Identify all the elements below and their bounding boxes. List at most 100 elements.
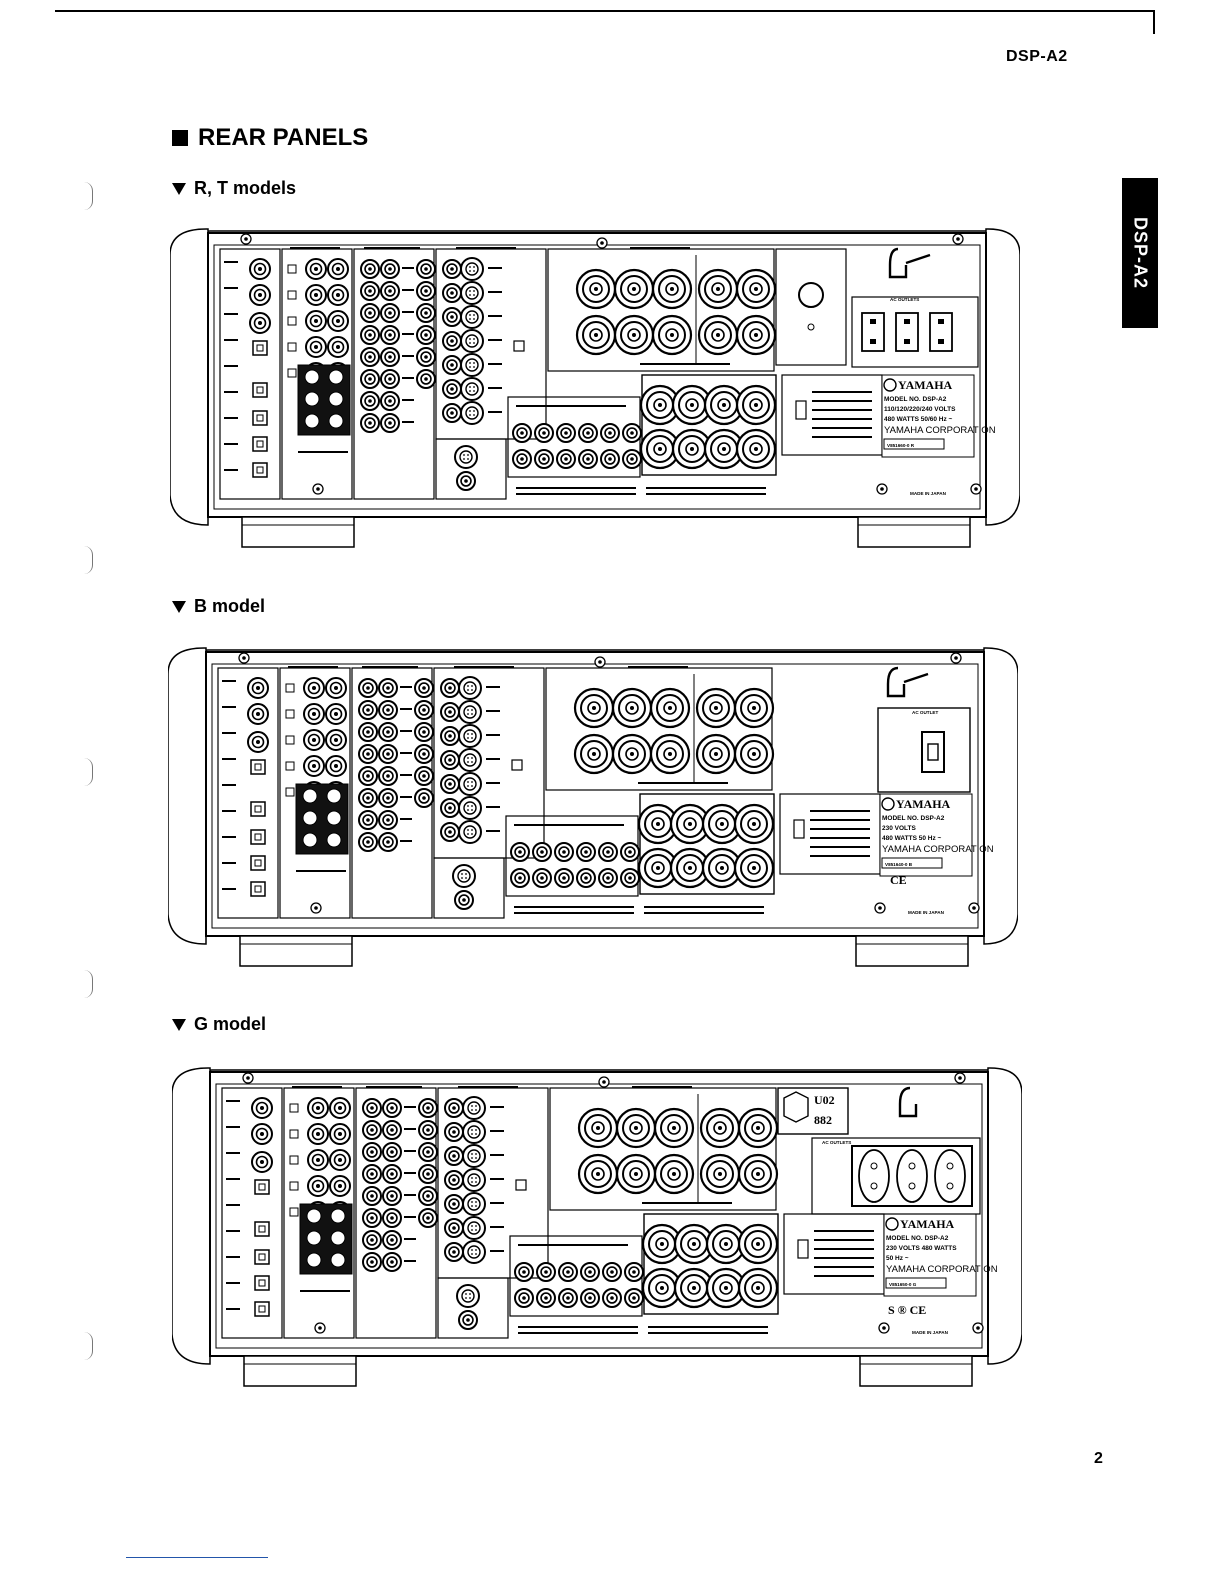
optical-port [252, 340, 268, 356]
s-video-jack [454, 445, 478, 469]
rca-jack-ring [386, 1102, 398, 1114]
rca-jack-ring [366, 1146, 378, 1158]
input-number-box [285, 761, 295, 771]
right-foot [859, 1355, 973, 1387]
s-video-jack [458, 748, 482, 772]
rca-jack-ring [382, 726, 394, 738]
s-video-pin [471, 1109, 473, 1111]
rca-jack-ring [253, 288, 267, 302]
ac-outlet-slot [870, 339, 876, 344]
digital-section [217, 667, 279, 919]
rca-jack-ring [309, 314, 323, 328]
triangle-bullet-icon [172, 600, 186, 613]
rca-jack-pin [564, 431, 568, 435]
speaker-terminal-core [655, 1281, 669, 1295]
screw-center [246, 1076, 250, 1080]
digital-section [219, 248, 281, 500]
s-video-pin [471, 1153, 473, 1155]
rca-jack-ring [514, 872, 526, 884]
speaker-terminal-ring [584, 1160, 612, 1188]
rca-jack-pin [334, 686, 338, 690]
s-video-pin [461, 873, 463, 875]
speaker-terminal-core [751, 1281, 765, 1295]
speaker-terminal-core [717, 398, 731, 412]
rca-jack-ring [444, 754, 456, 766]
s-video-jack-ring [463, 801, 477, 815]
left-side-cap [168, 647, 207, 945]
rca-jack-pin [260, 1160, 264, 1164]
fine-print [812, 418, 872, 420]
s-video-pin [471, 833, 473, 835]
rca-jack-ring [384, 307, 396, 319]
rca-jack-pin [462, 898, 466, 902]
s-video-pin [473, 414, 475, 416]
fine-print [810, 846, 870, 848]
screw-center [598, 660, 602, 664]
rca-jack-ring [384, 373, 396, 385]
rca-jack-pin [450, 315, 454, 319]
input-number-box [285, 709, 295, 719]
ac-outlet-slot [870, 319, 876, 324]
s-video-jack [462, 1120, 486, 1144]
rca-jack-ring [382, 704, 394, 716]
fine-print [404, 1106, 416, 1108]
euro-outlet-socket [896, 1149, 928, 1203]
s-video-pin [475, 1201, 477, 1203]
speaker-terminal-hole [690, 403, 694, 407]
binding-mark [84, 1332, 93, 1360]
fine-print [402, 399, 414, 401]
optical-port-inner [256, 414, 264, 422]
ac-outlet-slot [927, 743, 939, 761]
fine-print [224, 313, 238, 315]
speaker-terminal-hole [720, 866, 724, 870]
speaker-terminal-core [749, 442, 763, 456]
rca-jack-pin [386, 840, 390, 844]
speaker-terminal-core [711, 328, 725, 342]
s-video-jack [458, 772, 482, 796]
decoder-jack [302, 788, 318, 804]
ac-outlet-slot [938, 319, 944, 324]
s-video-jack-ring [457, 869, 471, 883]
rca-jack-pin [334, 764, 338, 768]
s-video-pin [471, 733, 473, 735]
rca-jack-pin [520, 431, 524, 435]
optical-port [254, 1249, 270, 1265]
optical-port [254, 1301, 270, 1317]
brand-name: YAMAHA [898, 378, 953, 392]
speaker-terminal-ring [704, 275, 732, 303]
rca-jack-ring [448, 1102, 460, 1114]
rca-jack-pin [368, 311, 372, 315]
fine-print [642, 1202, 732, 1204]
rca-jack-ring [362, 792, 374, 804]
fine-print [810, 819, 870, 821]
rca-jack-ring [307, 681, 321, 695]
fine-print [810, 828, 870, 830]
fine-print [490, 1130, 504, 1132]
screw-center [316, 487, 320, 491]
rca-jack-pin [390, 1216, 394, 1220]
optical-port [254, 1275, 270, 1291]
speaker-terminal-core [713, 1121, 727, 1135]
ac-outlets-label: AC OUTLETS [822, 1140, 851, 1145]
fine-print [224, 469, 238, 471]
speaker-terminal-hole [634, 1172, 638, 1176]
speaker-terminal-ring [744, 1274, 772, 1302]
s-video-pin [473, 362, 475, 364]
speaker-terminal-ring [744, 1160, 772, 1188]
optical-port-inner [254, 763, 262, 771]
vde-emblem-icon [783, 1091, 809, 1123]
panel-label-g: G model [172, 1014, 266, 1035]
s-video-pin [471, 1157, 473, 1159]
speaker-terminal-hole [592, 706, 596, 710]
rca-jack-pin [388, 355, 392, 359]
brand-name: YAMAHA [900, 1217, 955, 1231]
euro-outlet-hole [908, 1162, 916, 1170]
s-video-jack [458, 796, 482, 820]
voltage-rating: 230 VOLTS [882, 825, 917, 832]
s-video-pin [467, 785, 469, 787]
fine-print [812, 427, 872, 429]
speaker-terminal-hole [754, 287, 758, 291]
vde-code: U02 [814, 1093, 835, 1107]
s-video-pin [469, 390, 471, 392]
